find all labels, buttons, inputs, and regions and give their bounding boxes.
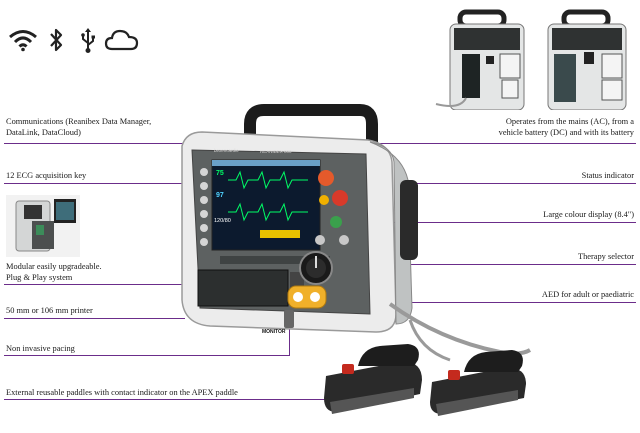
label-therapy: Therapy selector bbox=[577, 252, 634, 261]
label-status: Status indicator bbox=[581, 171, 634, 180]
nibp-readout: 120/80 bbox=[214, 218, 231, 224]
device-model: REANIBEX 800 bbox=[260, 149, 292, 154]
label-pacing: Non invasive pacing bbox=[6, 344, 75, 353]
cloud-icon bbox=[104, 28, 140, 52]
line-power bbox=[372, 143, 636, 144]
label-communications: Communications (Reanibex Data Manager, D… bbox=[6, 117, 152, 137]
line-pacing-up bbox=[289, 328, 290, 355]
label-paddles: External reusable paddles with contact i… bbox=[6, 388, 238, 397]
hr-readout: 75 bbox=[216, 170, 224, 177]
device-back-mains-image bbox=[430, 6, 530, 111]
line-paddles bbox=[4, 399, 326, 400]
label-printer: 50 mm or 106 mm printer bbox=[6, 306, 93, 315]
line-pacing bbox=[4, 355, 290, 356]
label-ecg-key: 12 ECG acquisition key bbox=[6, 171, 87, 180]
usb-icon bbox=[80, 27, 96, 54]
label-modular: Modular easily upgradeable. Plug & Play … bbox=[6, 262, 102, 282]
label-power: Operates from the mains (AC), from a veh… bbox=[498, 117, 634, 137]
paddle-cable bbox=[380, 300, 540, 370]
line-printer bbox=[4, 318, 185, 319]
spo2-readout: 97 bbox=[216, 192, 224, 199]
bluetooth-icon bbox=[48, 27, 64, 53]
defibrillator-device: bexencardio REANIBEX 800 MONITOR 75 97 1… bbox=[170, 100, 440, 340]
device-back-battery-image bbox=[540, 6, 636, 111]
line-therapy bbox=[330, 264, 636, 265]
paddle-right-image bbox=[426, 340, 532, 420]
paddle-left-image bbox=[318, 336, 428, 420]
screen-banner: MONITOR bbox=[262, 329, 286, 335]
line-communications bbox=[4, 143, 205, 144]
line-modular bbox=[4, 284, 190, 285]
label-display: Large colour display (8.4") bbox=[543, 210, 634, 219]
line-status bbox=[408, 183, 636, 184]
line-display bbox=[345, 222, 636, 223]
modular-unit-image bbox=[6, 195, 80, 257]
line-aed bbox=[318, 302, 636, 303]
line-ecg-key bbox=[4, 183, 194, 184]
label-aed: AED for adult or paediatric bbox=[541, 290, 634, 299]
device-brand: bexencardio bbox=[214, 148, 239, 153]
wifi-icon bbox=[8, 28, 38, 52]
